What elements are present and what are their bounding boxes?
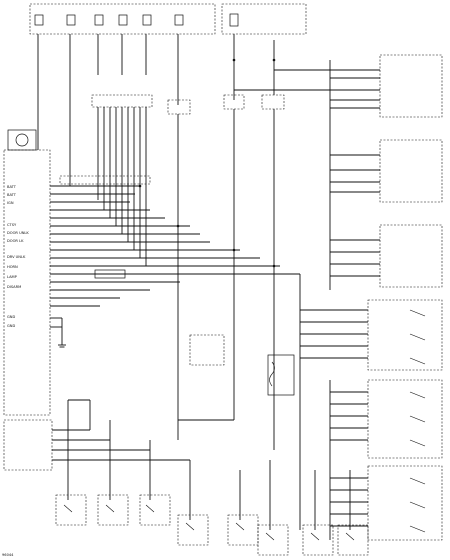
right-lock-modules: [234, 54, 443, 290]
pin-label-4: DOOR UNLK: [7, 231, 29, 235]
pin-label-2: IGN: [7, 201, 14, 205]
pin-label-10: GND: [7, 315, 15, 319]
mid-connectors: [59, 175, 276, 279]
circuit-breaker: [221, 3, 307, 48]
module-pins: BATT BATT IGN CTSY DOOR UNLK DOOR LK DRV…: [7, 185, 29, 328]
middle-bus: [69, 75, 301, 530]
pin-label-9: DISARM: [7, 285, 21, 289]
bottom-switches: [55, 400, 369, 556]
keyless-module: [3, 129, 51, 416]
pin-label-1: BATT: [7, 193, 17, 197]
pin-label-0: BATT: [7, 185, 17, 189]
module-output-wires: [50, 185, 300, 348]
feed-wires: [37, 40, 275, 150]
relay-block: [300, 299, 443, 541]
fuse-block: [29, 3, 216, 40]
pin-label-5: DOOR LK: [7, 239, 24, 243]
pin-label-3: CTSY: [7, 223, 17, 227]
lower-left-connectors: [3, 399, 190, 471]
pin-label-7: HORN: [7, 265, 18, 269]
pin-label-11: GND: [7, 324, 15, 328]
pin-label-8: LAMP: [7, 275, 18, 279]
connectors-top: [91, 58, 285, 115]
pin-label-6: DRV UNLK: [7, 255, 26, 259]
horn-lamp-area: [177, 320, 295, 440]
footer-code: 96044: [2, 553, 14, 557]
